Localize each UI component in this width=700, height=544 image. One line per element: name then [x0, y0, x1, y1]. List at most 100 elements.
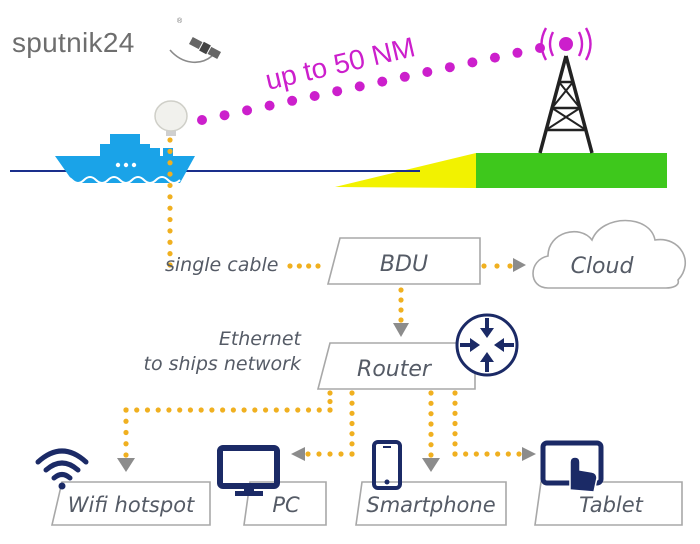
- cable-dot: [349, 390, 355, 396]
- cable-dot: [167, 182, 173, 189]
- radio-dot: [264, 100, 275, 111]
- cloud-icon: Cloud: [532, 219, 686, 289]
- range-label: up to 50 NM: [262, 31, 418, 96]
- cable-dot: [428, 421, 434, 427]
- cable-dot: [167, 194, 173, 200]
- cable-dot: [187, 407, 194, 413]
- cable-dot: [167, 239, 173, 245]
- ship-icon: [55, 134, 195, 184]
- radio-dot: [422, 67, 433, 77]
- cable-dot: [262, 407, 269, 413]
- cable-dot: [284, 407, 290, 413]
- cable-dot: [327, 390, 333, 396]
- cable-dot: [452, 410, 458, 416]
- wifi-icon: [35, 448, 89, 490]
- cable-dot: [349, 400, 355, 406]
- cable-dot: [452, 441, 458, 447]
- monitor-icon: [217, 445, 280, 496]
- cable-dot: [273, 407, 279, 413]
- cable-dot: [516, 451, 522, 457]
- cable-dot: [398, 317, 404, 323]
- cloud-label: Cloud: [571, 254, 635, 279]
- router-icon: [455, 313, 519, 377]
- cable-dot: [398, 297, 404, 303]
- cable-dot: [287, 263, 293, 269]
- cable-dot: [428, 442, 434, 448]
- cable-dot: [315, 263, 321, 269]
- cable-dot: [452, 451, 458, 457]
- cable-dot: [123, 429, 129, 436]
- cable-dot: [349, 410, 355, 416]
- cable-dot: [428, 431, 434, 437]
- cable-dot: [305, 451, 311, 457]
- radio-tower-icon: [538, 27, 594, 154]
- radio-dot: [467, 57, 478, 68]
- cable-dot: [252, 407, 258, 413]
- radio-dot: [197, 115, 207, 125]
- radio-dot: [309, 91, 320, 101]
- arrow-to-cloud: [513, 258, 526, 272]
- router-box: Router: [316, 342, 476, 390]
- arrow-to-wifi: [117, 458, 135, 472]
- radio-dot: [444, 62, 455, 73]
- arrow-to-pc: [291, 447, 305, 461]
- antenna-dome-icon: [154, 100, 188, 136]
- tablet-box: Tablet: [534, 481, 683, 526]
- cable-dot: [166, 407, 172, 413]
- cable-dot: [473, 451, 479, 457]
- cable-dot: [306, 263, 312, 269]
- logo-registered-mark: ®: [177, 17, 183, 25]
- cable-dot: [463, 451, 469, 457]
- smartphone-label: Smartphone: [366, 493, 495, 517]
- cable-dot: [428, 390, 434, 396]
- cable-dot: [241, 407, 247, 413]
- cable-dot: [167, 262, 173, 268]
- single-cable-label: single cable: [165, 254, 278, 276]
- cable-dot: [295, 407, 301, 413]
- cable-dot: [327, 398, 333, 405]
- radio-dot: [512, 47, 523, 58]
- smartphone-icon: [372, 440, 402, 490]
- cable-dot: [481, 263, 487, 269]
- cable-dot: [230, 407, 236, 413]
- cable-dot: [155, 407, 161, 413]
- ethernet-label-line2: to ships network: [144, 353, 302, 375]
- cable-dot: [134, 407, 140, 413]
- cable-dot: [123, 407, 129, 413]
- cable-dot: [220, 407, 226, 413]
- cable-dot: [428, 411, 434, 417]
- cable-dot: [167, 137, 173, 143]
- wifi-label: Wifi hotspot: [68, 493, 195, 517]
- cable-dot: [452, 390, 458, 396]
- cable-dot: [505, 451, 511, 457]
- cable-dot: [167, 228, 173, 234]
- logo: sputnik24 ®: [12, 17, 222, 63]
- cable-dot: [305, 407, 312, 413]
- ethernet-label-line1: Ethernet: [219, 328, 303, 350]
- radio-dot: [287, 95, 298, 106]
- cable-dot: [327, 451, 333, 457]
- bdu-box: BDU: [326, 237, 481, 285]
- radio-dot: [399, 71, 410, 82]
- cable-dot: [398, 287, 404, 293]
- radio-link-dots: [197, 43, 545, 125]
- cable-dot: [452, 400, 458, 406]
- cable-dot: [484, 451, 490, 457]
- cable-dot: [123, 452, 129, 458]
- radio-dot: [354, 81, 365, 92]
- cable-dot: [349, 441, 355, 447]
- cable-dot: [296, 263, 302, 269]
- cable-dot: [167, 171, 173, 177]
- cable-dot: [123, 418, 129, 424]
- radio-dot: [489, 52, 500, 63]
- cable-dot: [327, 407, 333, 413]
- radio-dot: [242, 105, 253, 116]
- cable-dot: [349, 431, 355, 437]
- pc-box: PC: [243, 481, 327, 526]
- logo-text: sputnik24: [12, 27, 135, 58]
- cable-dot: [198, 407, 204, 413]
- cable-dot: [452, 420, 458, 427]
- arrowheads: [117, 258, 536, 472]
- cable-dot: [316, 451, 322, 457]
